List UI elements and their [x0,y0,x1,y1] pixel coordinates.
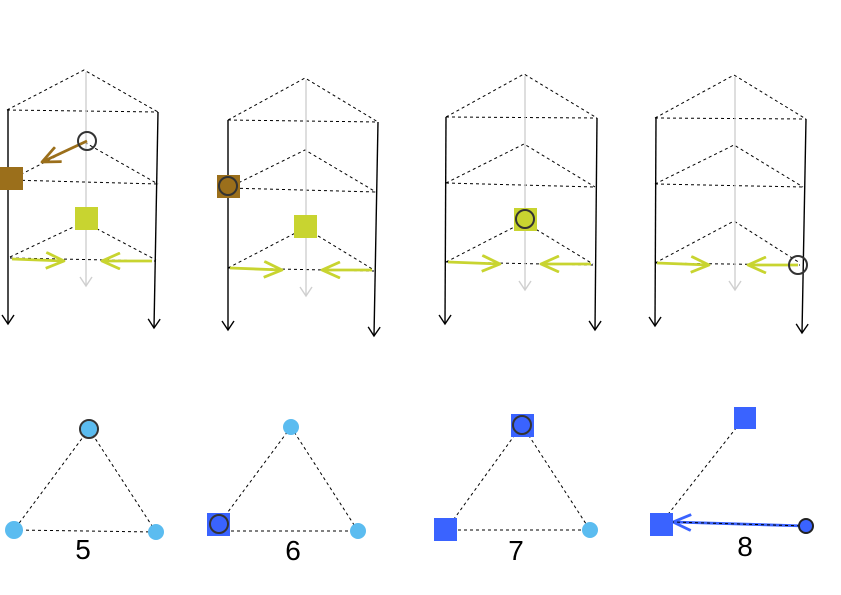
frame-panel-1 [0,69,161,330]
lime-arrow-right [11,259,64,261]
triangle-panel-8: 8 [650,407,814,562]
frame-number: 8 [737,531,753,562]
lime-arrow-right [447,262,500,264]
frame-number: 6 [285,535,301,566]
brown-square [0,167,23,190]
right-leg-arrow [367,121,381,338]
ring-marker [79,419,99,439]
light-blue-node [81,421,97,437]
ring-marker [788,255,808,275]
ring-marker [77,131,97,151]
roof-outline [227,77,379,272]
frame-panel-3 [438,73,602,332]
triangle-edges [218,426,359,532]
lime-arrow-right [229,268,282,270]
frame-panel-4 [648,74,809,335]
triangle-panel-7: 7 [434,414,598,566]
brown-arrow [42,139,88,162]
right-leg-arrow [588,117,602,332]
left-leg-arrow [648,117,662,328]
triangle-panel-6: 6 [207,419,366,566]
ring-marker [798,518,814,534]
light-blue-node [5,521,23,539]
ring-marker [218,176,238,196]
light-blue-node [350,523,366,539]
roof-outline [6,69,159,262]
light-blue-node [283,419,299,435]
frame-number: 7 [508,535,524,566]
triangle-edges [13,428,157,533]
ring-marker [209,514,229,534]
lime-square [294,215,317,238]
frame-number: 5 [75,534,91,565]
triangle-edges [445,424,591,531]
frame-panel-2 [217,77,381,338]
blue-node [799,519,813,533]
light-blue-node [582,522,598,538]
lime-arrow-right [656,263,709,265]
blue-square [434,518,457,541]
roof-outline [654,74,807,266]
roof-outline [445,73,598,266]
right-leg-arrow [147,111,161,330]
triangle-edges [661,417,745,523]
blue-square [650,513,673,536]
triangle-panel-5: 5 [5,419,164,565]
right-leg-arrow [795,118,809,335]
ring-marker [515,209,535,229]
ring-marker [512,415,532,435]
arrow-dashed-overlay [672,521,807,527]
lime-square [75,207,98,230]
blue-square [734,407,756,429]
light-blue-node [148,524,164,540]
left-leg-arrow [438,116,452,326]
